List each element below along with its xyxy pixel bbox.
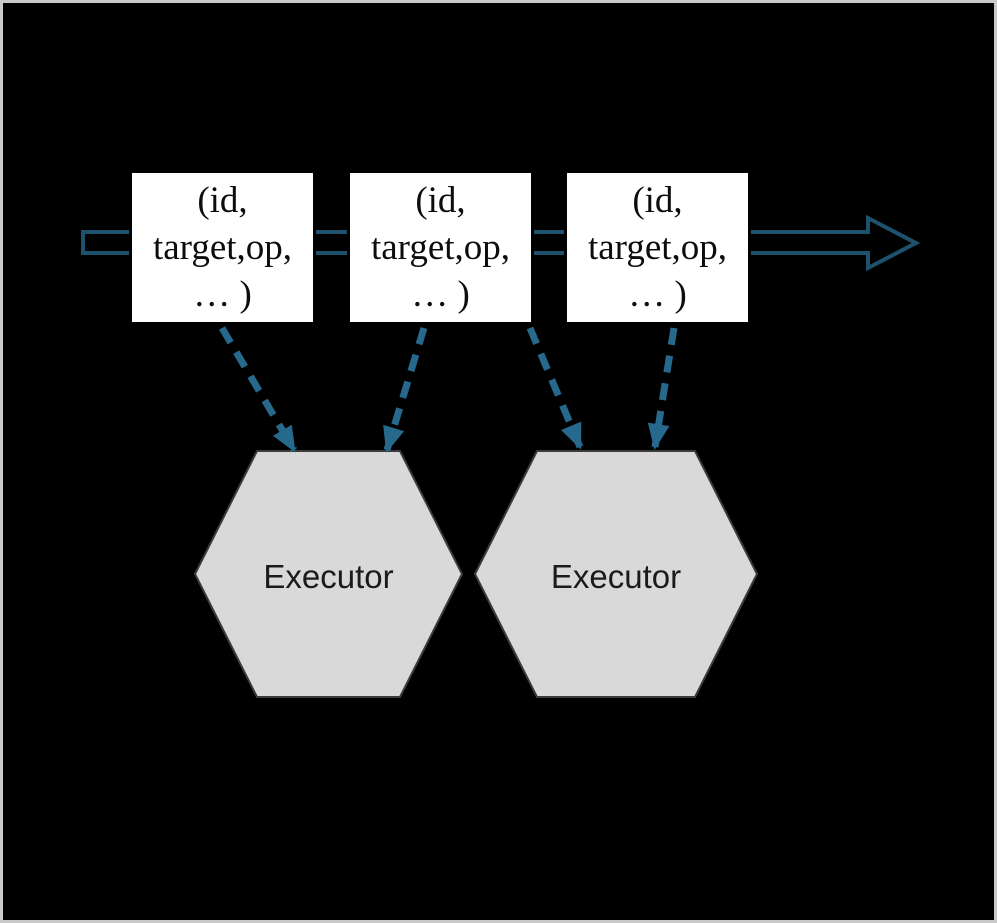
executor-2-label: Executor <box>550 558 682 595</box>
event-tuple-box-1: (id, target,op, … ) <box>129 170 316 325</box>
tuple-line: … ) <box>193 274 252 315</box>
tuple-line: target,op, <box>152 227 293 268</box>
dispatch-arrow-4 <box>647 327 678 450</box>
tuple-line: target,op, <box>587 227 728 268</box>
executor-1-hexagon <box>193 450 464 698</box>
tuple-line: (id, <box>632 180 683 221</box>
tuple-line: … ) <box>411 274 470 315</box>
dispatch-arrow-3 <box>526 326 584 450</box>
tuple-line: (id, <box>415 180 466 221</box>
event-tuple-box-2: (id, target,op, … ) <box>347 170 534 325</box>
dispatch-arrow-2 <box>383 326 428 453</box>
event-tuple-box-3: (id, target,op, … ) <box>564 170 751 325</box>
executor-2-hexagon <box>473 450 759 698</box>
tuple-line: target,op, <box>370 227 511 268</box>
executor-1-label: Executor <box>263 558 394 595</box>
tuple-line: (id, <box>197 180 248 221</box>
dispatch-arrow-1 <box>218 326 298 453</box>
tuple-line: … ) <box>628 274 687 315</box>
